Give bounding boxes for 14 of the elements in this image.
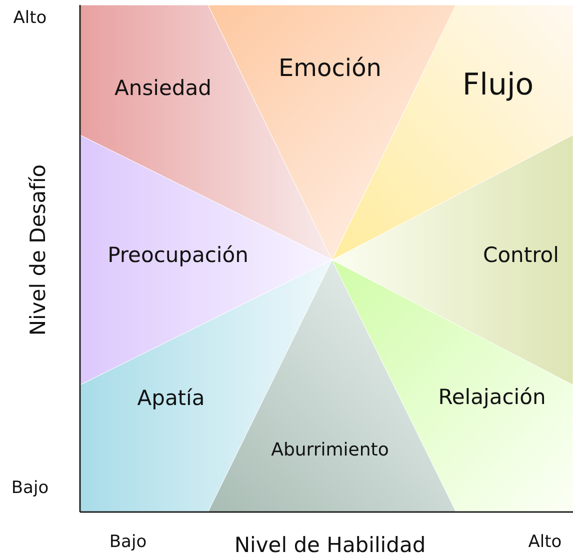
sector-label: Control xyxy=(483,243,559,267)
axis-tick-label: Alto xyxy=(528,532,562,552)
sector-label: Apatía xyxy=(137,386,205,410)
sector-label: Ansiedad xyxy=(114,76,212,100)
sector-label: Relajación xyxy=(438,385,546,409)
sector-label: Aburrimiento xyxy=(271,440,389,460)
sector-label: Preocupación xyxy=(108,243,248,267)
axis-title: Nivel de Desafío xyxy=(26,164,50,336)
axis-tick-label: Bajo xyxy=(109,532,147,552)
axis-title: Nivel de Habilidad xyxy=(234,533,426,557)
axis-tick-label: Bajo xyxy=(11,478,49,498)
sector-label: Emoción xyxy=(278,54,382,82)
axis-tick-label: Alto xyxy=(13,8,47,28)
sector-label: Flujo xyxy=(462,68,534,102)
